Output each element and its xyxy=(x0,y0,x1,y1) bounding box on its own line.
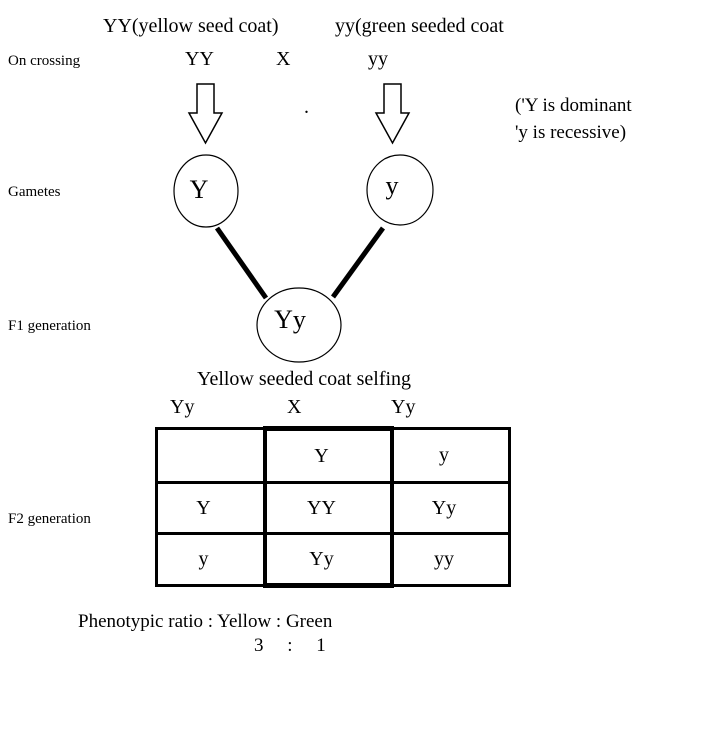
gamete-left-letter: Y xyxy=(189,175,209,204)
left-gamete-connector-line xyxy=(214,226,269,300)
right-down-arrow-icon xyxy=(374,83,411,145)
row-label-f1-generation: F1 generation xyxy=(8,318,91,334)
punnett-cell: yy xyxy=(390,532,511,587)
left-gamete-circle xyxy=(173,154,239,228)
phenotypic-ratio-values: 3 : 1 xyxy=(254,635,326,656)
f1-genotype: Yy xyxy=(274,305,306,334)
punnett-cell: y xyxy=(390,427,511,484)
punnett-cell: Yy xyxy=(263,532,394,588)
punnett-cell: YY xyxy=(263,481,394,535)
f2-cross-symbol: X xyxy=(287,396,302,418)
parent-left-label: YY(yellow seed coat) xyxy=(103,15,279,37)
dominance-note-line1: ('Y is dominant xyxy=(515,95,632,116)
row-label-gametes: Gametes xyxy=(8,184,61,200)
punnett-cell: y xyxy=(155,532,267,587)
parent-right-genotype: yy xyxy=(368,48,388,70)
parent-right-label: yy(green seeded coat xyxy=(335,15,504,37)
phenotypic-ratio-label: Phenotypic ratio : Yellow : Green xyxy=(78,611,333,632)
parent-left-genotype: YY xyxy=(185,48,214,70)
cross-symbol: X xyxy=(276,48,291,70)
f2-cross-left: Yy xyxy=(170,396,195,418)
punnett-row: y Yy yy xyxy=(155,532,511,588)
f1-circle xyxy=(256,287,342,363)
dominance-note: ('Y is dominant 'y is recessive) xyxy=(515,92,632,146)
gamete-right-letter: y xyxy=(385,171,399,200)
punnett-square: Y y Y YY Yy y Yy yy xyxy=(155,426,511,588)
dominance-note-line2: 'y is recessive) xyxy=(515,122,627,143)
row-label-f2-generation: F2 generation xyxy=(8,511,91,527)
right-gamete-circle xyxy=(366,154,434,226)
f2-cross-right: Yy xyxy=(391,396,416,418)
right-gamete-connector-line xyxy=(330,226,386,299)
punnett-cell: Y xyxy=(155,481,267,535)
punnett-row: Y YY Yy xyxy=(155,481,511,535)
stray-dot: . xyxy=(304,96,309,118)
punnett-cell: Yy xyxy=(390,481,511,535)
punnett-cell: Y xyxy=(263,426,394,484)
f1-selfing-caption: Yellow seeded coat selfing xyxy=(197,368,412,390)
left-down-arrow-icon xyxy=(187,83,224,145)
punnett-row: Y y xyxy=(155,426,511,484)
punnett-cell xyxy=(155,427,267,484)
row-label-on-crossing: On crossing xyxy=(8,53,81,69)
